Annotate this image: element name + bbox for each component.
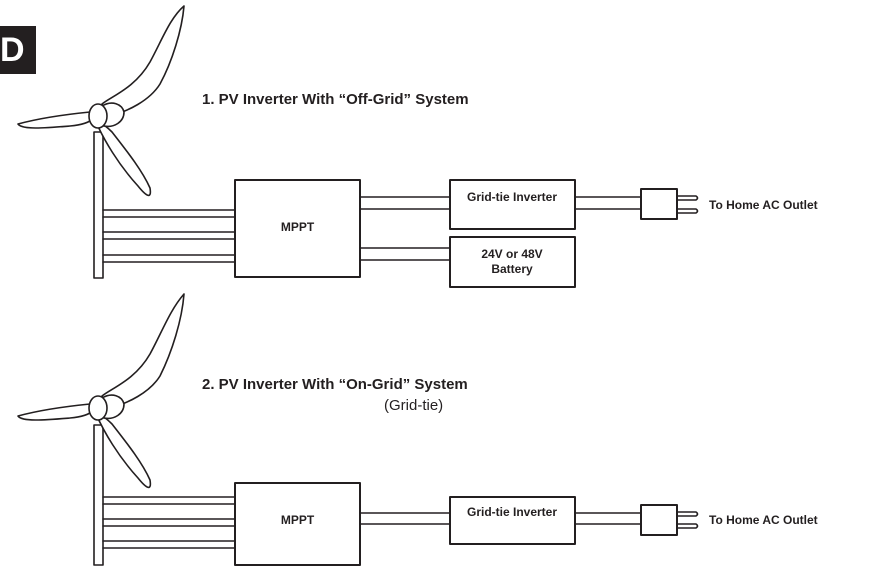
wind-turbine-icon: [17, 5, 185, 279]
ac-plug-icon: [640, 188, 699, 220]
system1-battery-label: 24V or 48V Battery: [481, 247, 543, 276]
section-tab: [0, 26, 36, 74]
battery-box-1: [449, 236, 576, 288]
system2-inverter-label: Grid-tie Inverter: [466, 505, 558, 519]
system2-subtitle: (Grid-tie): [384, 397, 444, 414]
section-tab-label: D: [0, 31, 24, 69]
system1-outlet-label: To Home AC Outlet: [709, 198, 818, 212]
ac-plug-icon: [640, 504, 699, 536]
wind-turbine-icon: [17, 293, 185, 566]
system2-mppt-label: MPPT: [280, 513, 315, 527]
system2-title: 2. PV Inverter With “On-Grid” System: [202, 376, 468, 393]
system1-title: 1. PV Inverter With “Off-Grid” System: [202, 91, 469, 108]
system2-outlet-label: To Home AC Outlet: [709, 513, 818, 527]
system1-mppt-label: MPPT: [280, 220, 315, 234]
mppt-box-1: [234, 179, 361, 278]
inverter-box-2: [449, 496, 576, 545]
system1-inverter-label: Grid-tie Inverter: [466, 190, 558, 204]
inverter-box-1: [449, 179, 576, 230]
